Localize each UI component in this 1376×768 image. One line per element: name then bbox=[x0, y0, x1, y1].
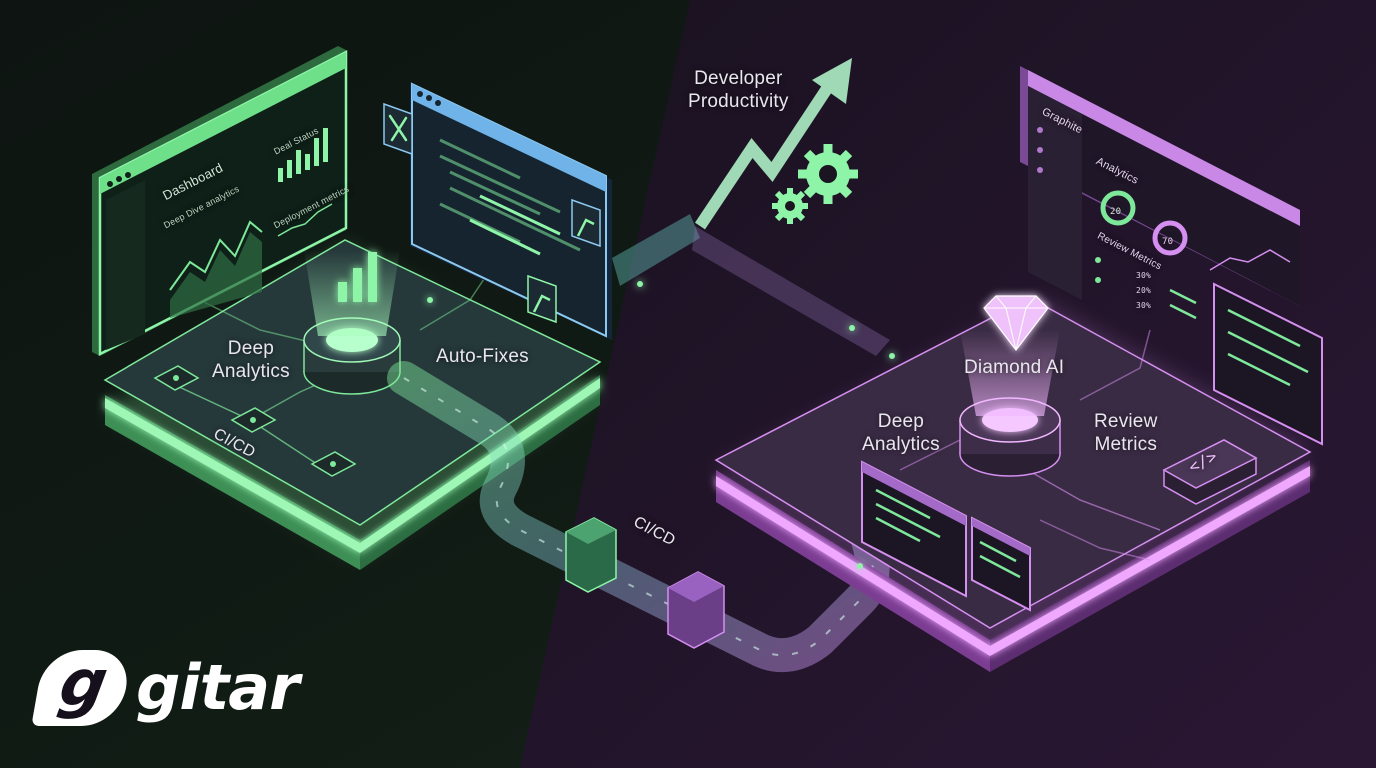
review-screen-3 bbox=[1213, 282, 1323, 446]
review-screen-2 bbox=[971, 516, 1031, 612]
bar-chart-icon bbox=[338, 252, 377, 302]
graphite-screen bbox=[1020, 66, 1300, 320]
gauge-value-1: 20 bbox=[1110, 207, 1122, 217]
right-deep-analytics-label: Deep Analytics bbox=[862, 411, 940, 455]
review-screen-1 bbox=[861, 460, 967, 598]
pipe-collar-green bbox=[565, 517, 617, 593]
logo-mark-icon: g bbox=[31, 647, 133, 726]
developer-productivity-label: Developer Productivity bbox=[688, 68, 789, 112]
review-metrics-label: Review Metrics bbox=[1094, 411, 1158, 455]
gauge-value-2: 70 bbox=[1162, 237, 1174, 247]
percent-3: 30% bbox=[1136, 301, 1152, 310]
trend-arrow-icon bbox=[695, 58, 852, 230]
logo-wordmark: gitar bbox=[136, 651, 300, 724]
dashboard-screen bbox=[92, 46, 348, 357]
logo-mark-letter: g bbox=[54, 647, 114, 721]
gear-icon bbox=[772, 144, 858, 224]
right-platform bbox=[714, 295, 1312, 672]
left-platform bbox=[103, 239, 602, 570]
robot-arm-icon bbox=[532, 218, 595, 313]
code-screen bbox=[383, 82, 612, 340]
hub-beam bbox=[304, 250, 400, 336]
tools-icon bbox=[388, 114, 408, 142]
auto-fixes-label: Auto-Fixes bbox=[436, 346, 529, 367]
pipe-collar-purple bbox=[667, 571, 725, 649]
gitar-logo: g gitar bbox=[31, 647, 318, 728]
code-icon bbox=[1162, 439, 1258, 505]
percent-1: 30% bbox=[1136, 271, 1152, 280]
percent-2: 20% bbox=[1136, 286, 1152, 295]
left-deep-analytics-label: Deep Analytics bbox=[212, 338, 290, 382]
diamond-ai-label: Diamond AI bbox=[964, 357, 1065, 378]
diamond-icon bbox=[983, 295, 1049, 351]
